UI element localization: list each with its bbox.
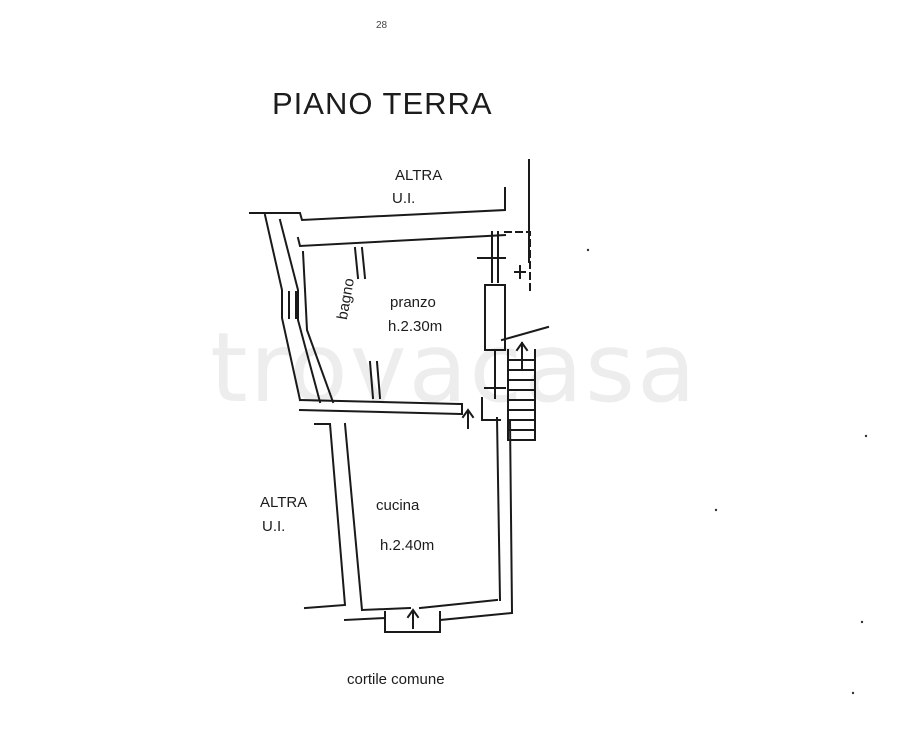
door-arrow-entrance bbox=[406, 608, 420, 629]
partition-wall-top bbox=[353, 246, 367, 280]
cucina-left-wall-inner bbox=[343, 422, 364, 612]
altra-left-label-1: ALTRA bbox=[260, 494, 308, 511]
middle-wall-upper bbox=[298, 398, 462, 416]
watermark: trovacasa bbox=[210, 312, 698, 424]
page-mark: 28 bbox=[376, 20, 388, 31]
room-height-pranzo: h.2.30m bbox=[388, 318, 443, 335]
bagno-left-wall bbox=[301, 250, 335, 404]
left-wall-outer bbox=[263, 213, 302, 402]
altra-top-label-2: U.I. bbox=[392, 190, 416, 207]
entrance-threshold bbox=[384, 611, 441, 633]
room-label-cucina: cucina bbox=[376, 497, 420, 514]
altra-top-label-1: ALTRA bbox=[395, 167, 443, 184]
altra-left-label-2: U.I. bbox=[262, 518, 286, 535]
left-wall-inner bbox=[278, 218, 322, 404]
top-outer-wall bbox=[249, 187, 506, 222]
top-inner-wall bbox=[296, 233, 507, 248]
room-height-cucina: h.2.40m bbox=[380, 537, 435, 554]
staircase bbox=[500, 325, 550, 441]
cucina-right-wall bbox=[495, 416, 514, 614]
courtyard-label: cortile comune bbox=[347, 671, 445, 688]
cucina-bottom-wall bbox=[360, 598, 499, 612]
door-arrow-kitchen bbox=[461, 408, 475, 429]
cucina-left-wall-outer bbox=[303, 423, 347, 610]
room-label-pranzo: pranzo bbox=[390, 294, 436, 311]
page-title: PIANO TERRA bbox=[272, 86, 493, 121]
partition-wall-bottom bbox=[368, 360, 382, 400]
